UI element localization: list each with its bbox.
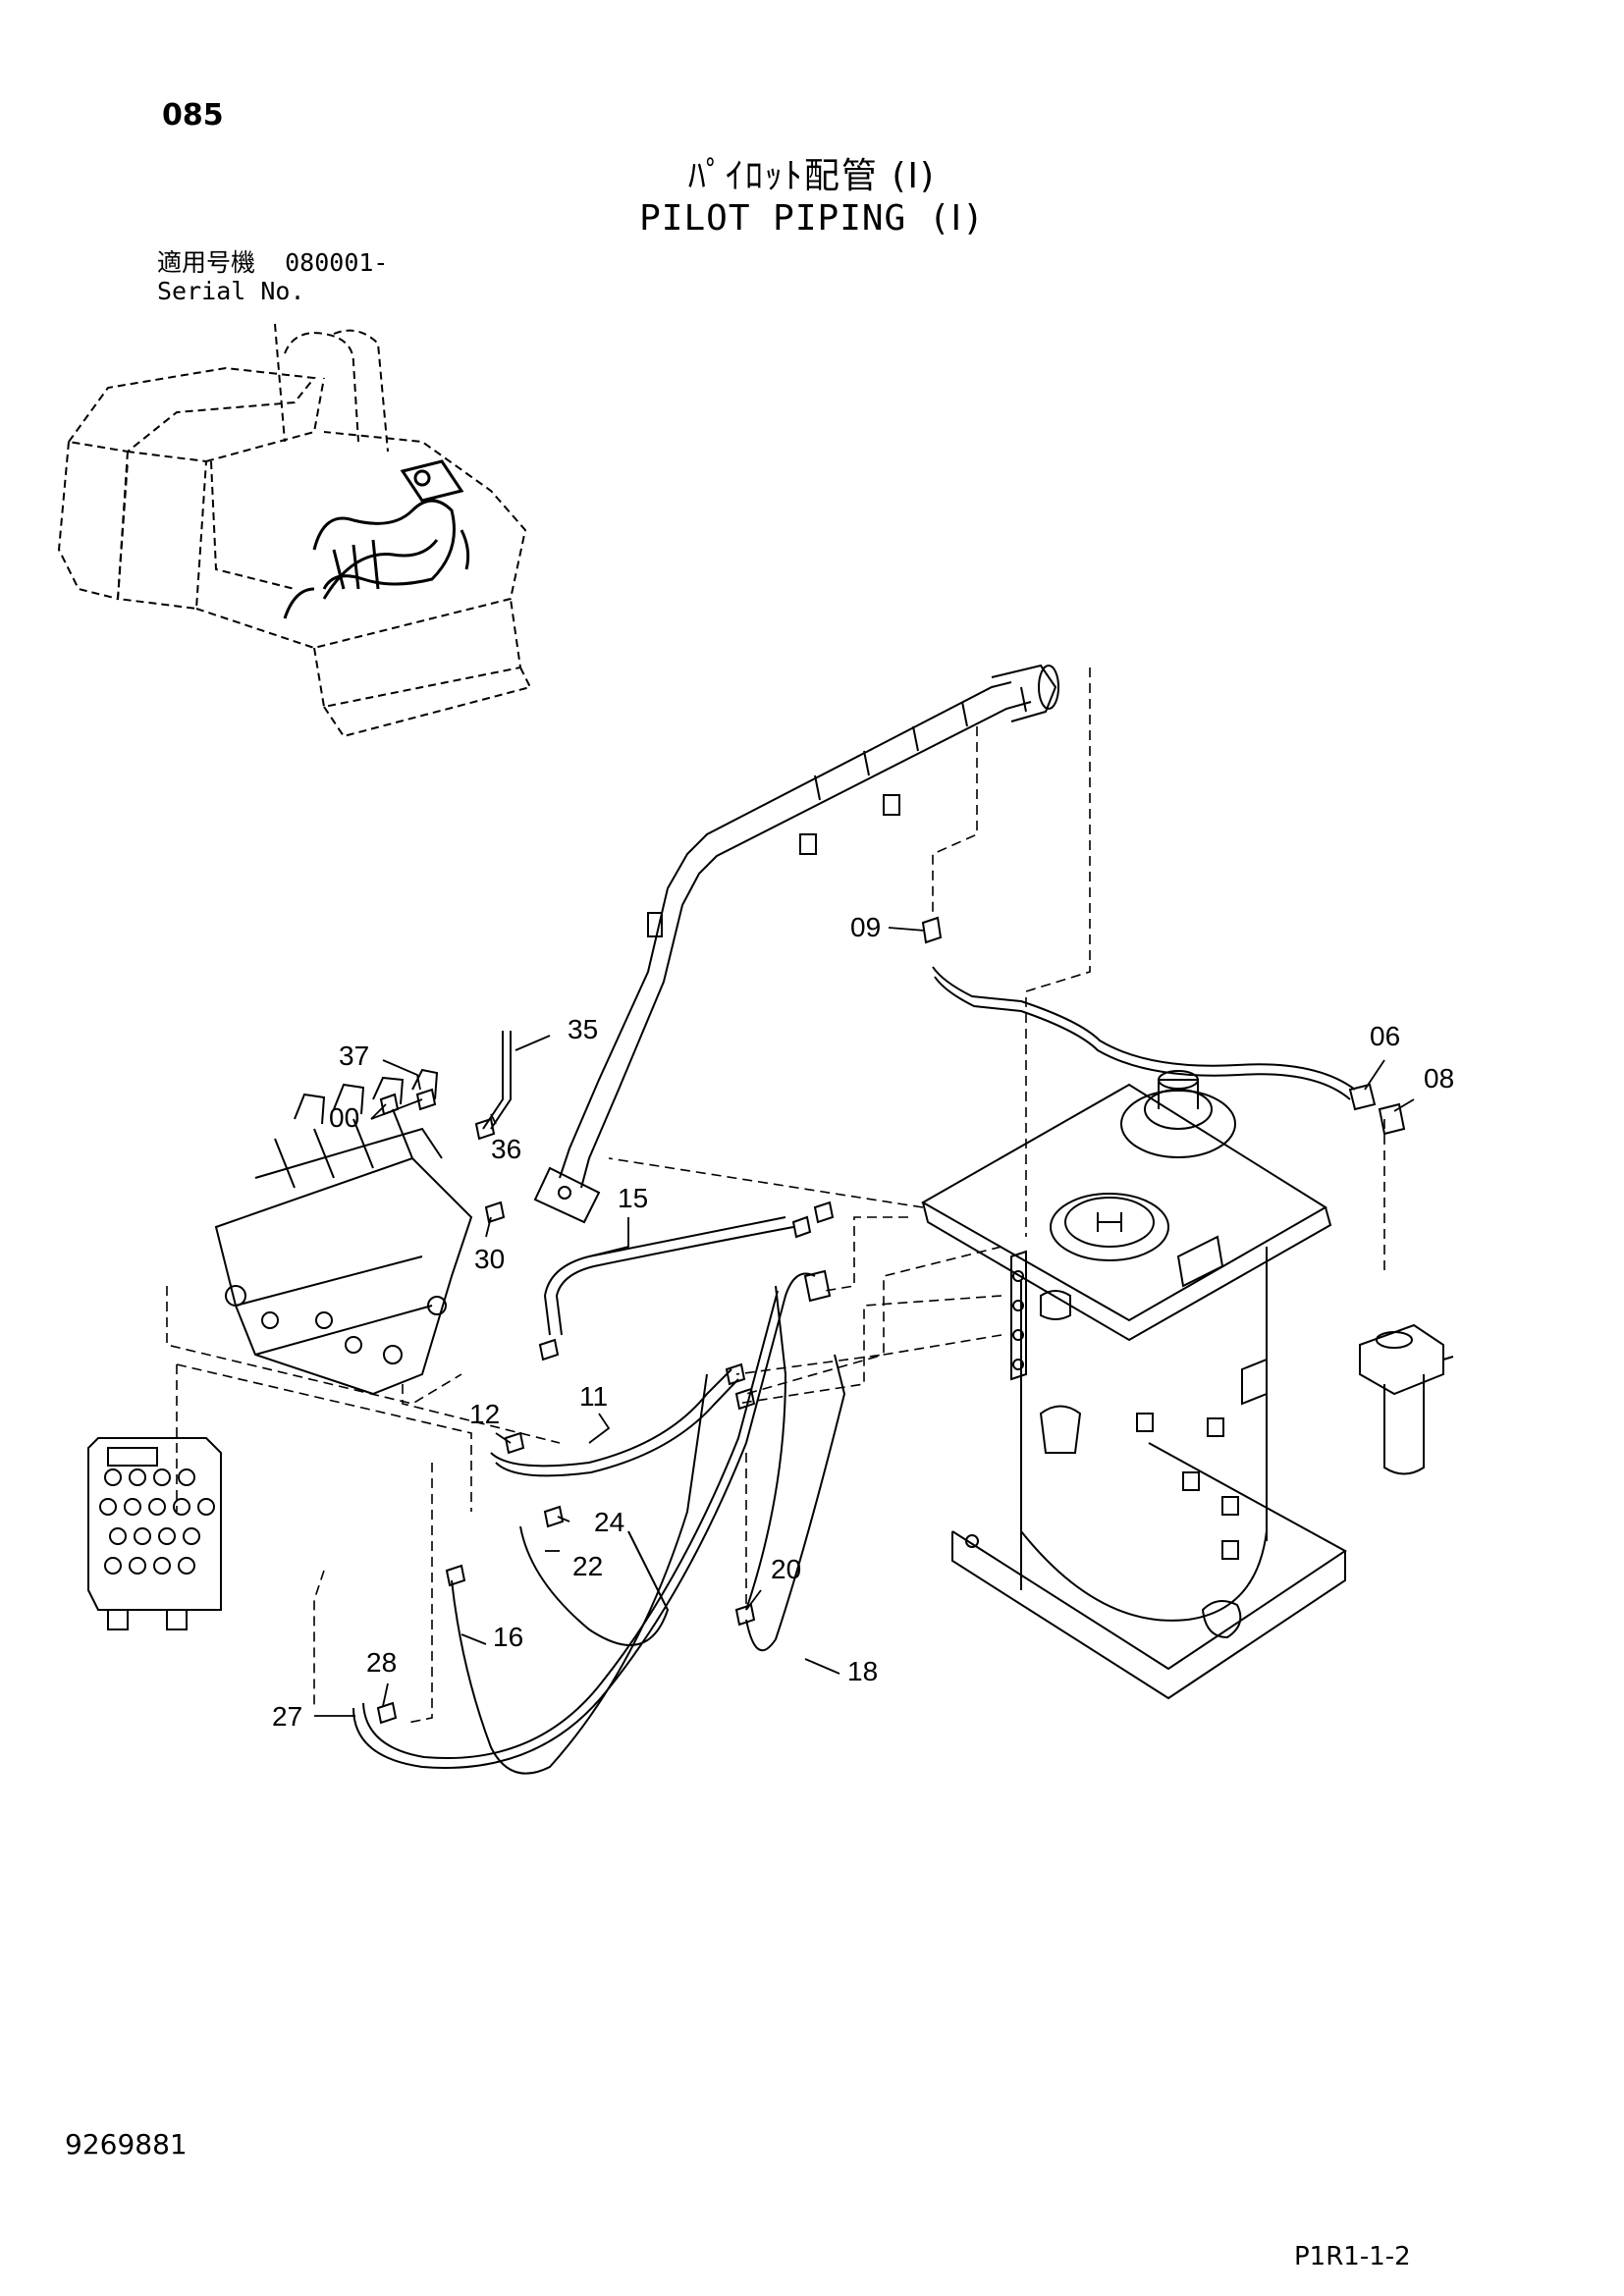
hose-18 — [745, 1354, 846, 1652]
callout-leaders — [314, 927, 1415, 1717]
callout-15: 15 — [618, 1183, 648, 1213]
page-number: 085 — [162, 98, 224, 133]
callout-35: 35 — [568, 1014, 598, 1044]
fittings — [376, 916, 1406, 1725]
hose-11 — [490, 1368, 732, 1468]
callout-12: 12 — [469, 1399, 500, 1429]
callout-08: 08 — [1424, 1063, 1454, 1094]
serial-label-jp: 適用号機 — [157, 248, 256, 277]
callout-09: 09 — [850, 912, 881, 942]
hose-22 — [519, 1525, 670, 1646]
callout-27: 27 — [272, 1701, 302, 1732]
callout-28: 28 — [366, 1647, 397, 1678]
pilot-filter — [1359, 1323, 1454, 1475]
hose-06 — [932, 966, 1356, 1091]
callout-22: 22 — [572, 1551, 603, 1581]
document-number: 9269881 — [65, 2128, 188, 2161]
callout-24: 24 — [594, 1507, 624, 1537]
page-code: P1R1-1-2 — [1294, 2242, 1411, 2271]
serial-range: 080001- — [285, 248, 389, 277]
page-title-jp: ﾊﾟｲﾛｯﾄ配管 (Ⅰ) — [687, 156, 937, 196]
hose-20 — [745, 1285, 787, 1611]
hoses — [352, 966, 1356, 1775]
callout-36: 36 — [491, 1134, 521, 1164]
callout-00: 00 — [329, 1102, 359, 1133]
callout-20: 20 — [771, 1554, 801, 1584]
callout-37: 37 — [339, 1041, 369, 1071]
callout-06: 06 — [1370, 1021, 1400, 1051]
callout-18: 18 — [847, 1656, 878, 1686]
pilot-pipe-manifold — [533, 664, 1059, 1224]
dashed-leaders — [166, 667, 1385, 1724]
callout-11: 11 — [579, 1381, 608, 1412]
hose-15 — [543, 1216, 786, 1336]
hydraulic-tank — [920, 1070, 1347, 1700]
page-title-en: PILOT PIPING (Ⅰ) — [639, 198, 985, 239]
hose-16 — [451, 1373, 708, 1775]
callout-16: 16 — [493, 1622, 523, 1652]
machine-location-thumbnail — [57, 323, 532, 738]
callout-labels: 09 06 08 35 37 00 36 30 15 11 12 24 22 2… — [272, 912, 1454, 1732]
hose-35 — [490, 1031, 512, 1130]
thumbnail-pilot-harness — [283, 459, 470, 619]
serial-info: 適用号機 080001- Serial No. — [157, 248, 388, 305]
serial-label-en: Serial No. — [157, 277, 305, 305]
callout-30: 30 — [474, 1244, 505, 1274]
control-valve — [214, 1068, 473, 1396]
pilot-valve-inset — [87, 1437, 222, 1630]
